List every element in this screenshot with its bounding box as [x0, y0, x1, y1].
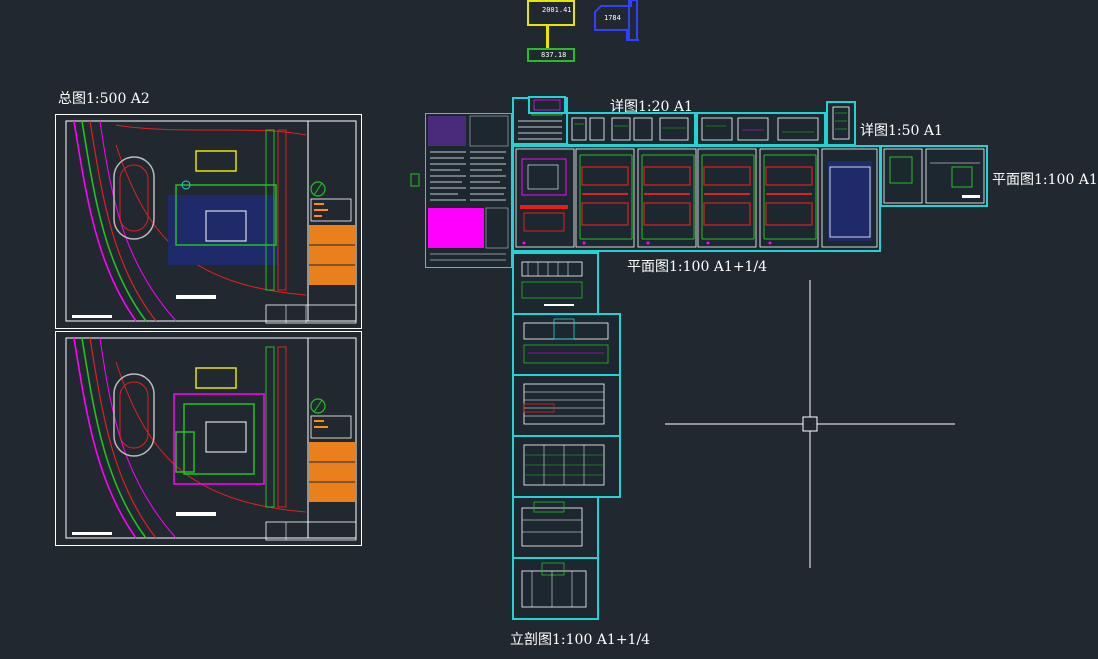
area-tag-green-value: 837.18	[541, 51, 567, 59]
elevation-sheet-2[interactable]	[512, 313, 621, 376]
notes-drawing	[428, 115, 509, 261]
elevation-drawing-3	[523, 383, 605, 425]
elevation-title: 立剖图1:100 A1+1/4	[510, 632, 651, 648]
detail-50-title: 详图1:50 A1	[860, 123, 943, 139]
elevation-sheet-5[interactable]	[512, 496, 599, 559]
elevation-drawing-5	[521, 501, 583, 547]
crosshair-cursor[interactable]	[665, 280, 955, 570]
detail-sheet-c[interactable]	[566, 112, 696, 146]
elevation-drawing-1	[521, 261, 583, 306]
detail-drawing-b	[533, 99, 561, 111]
elevation-sheet-4[interactable]	[512, 435, 621, 498]
plan-right-title: 平面图1:100 A1	[992, 172, 1098, 188]
site-plan-sheet-1[interactable]	[55, 114, 362, 329]
area-tag-yellow-value: 2001.41	[542, 6, 572, 14]
area-tag-yellow[interactable]: 2001.41	[527, 0, 575, 26]
floor-plan-right-drawing	[883, 148, 985, 204]
small-marker	[410, 172, 420, 188]
area-tag-green[interactable]: 837.18	[527, 48, 575, 62]
area-tag-yellow-tail	[546, 26, 549, 48]
site-plan-drawing-2	[65, 337, 357, 541]
notes-sheet[interactable]	[425, 113, 512, 268]
elevation-sheet-3[interactable]	[512, 374, 621, 437]
area-tag-blue[interactable]: 1784	[591, 0, 639, 56]
detail-20-title: 详图1:20 A1	[610, 99, 693, 115]
detail-50-drawing	[832, 106, 850, 140]
detail-drawing-c	[571, 117, 689, 141]
site-plan-drawing-1	[65, 120, 357, 324]
plan-main-title: 平面图1:100 A1+1/4	[627, 259, 768, 275]
site-plan-sheet-2[interactable]	[55, 331, 362, 546]
area-tag-blue-value: 1784	[604, 14, 621, 22]
detail-drawing-d	[701, 117, 819, 141]
detail-sheet-d[interactable]	[696, 112, 826, 146]
elevation-drawing-4	[523, 444, 605, 486]
floor-plan-strip-drawing	[515, 148, 878, 248]
floor-plan-right[interactable]	[880, 145, 988, 207]
elevation-sheet-6[interactable]	[512, 557, 599, 620]
elevation-drawing-2	[523, 318, 609, 364]
detail-sheet-b[interactable]	[528, 96, 566, 114]
elevation-drawing-6	[521, 562, 587, 608]
site-plan-title: 总图1:500 A2	[58, 91, 150, 107]
detail-50-sheet[interactable]	[826, 101, 856, 146]
area-tag-blue-outline	[594, 0, 639, 41]
elevation-sheet-1[interactable]	[512, 252, 599, 315]
crosshair-icon	[665, 280, 955, 568]
floor-plan-strip[interactable]	[512, 145, 881, 252]
